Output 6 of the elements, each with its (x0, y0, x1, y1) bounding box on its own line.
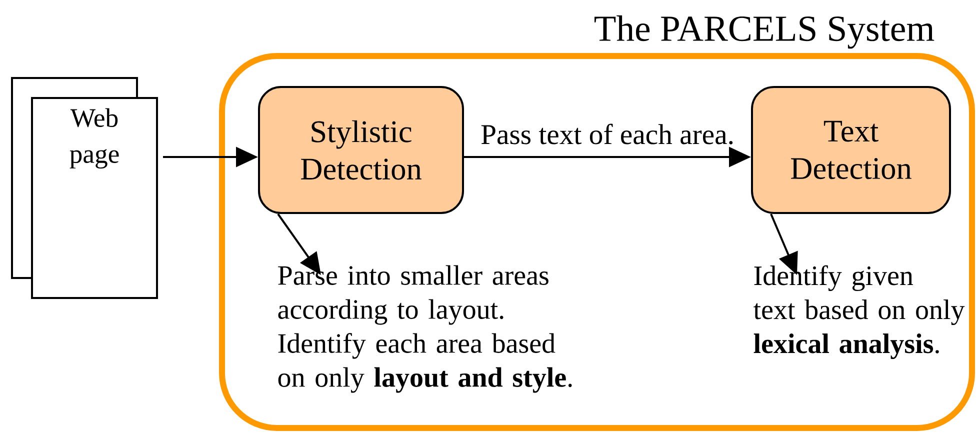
edge-label: Pass text of each area. (479, 122, 736, 146)
note-text: Parse into smaller areas according to layout. Identify each area based on only layout and style. (278, 265, 572, 393)
process-box: Text Detection (751, 86, 951, 214)
system-title: The PARCELS System (594, 15, 934, 49)
process-box: Stylistic Detection (258, 86, 464, 214)
note-text: Identify given text based on only lexical analysis. (754, 265, 965, 360)
